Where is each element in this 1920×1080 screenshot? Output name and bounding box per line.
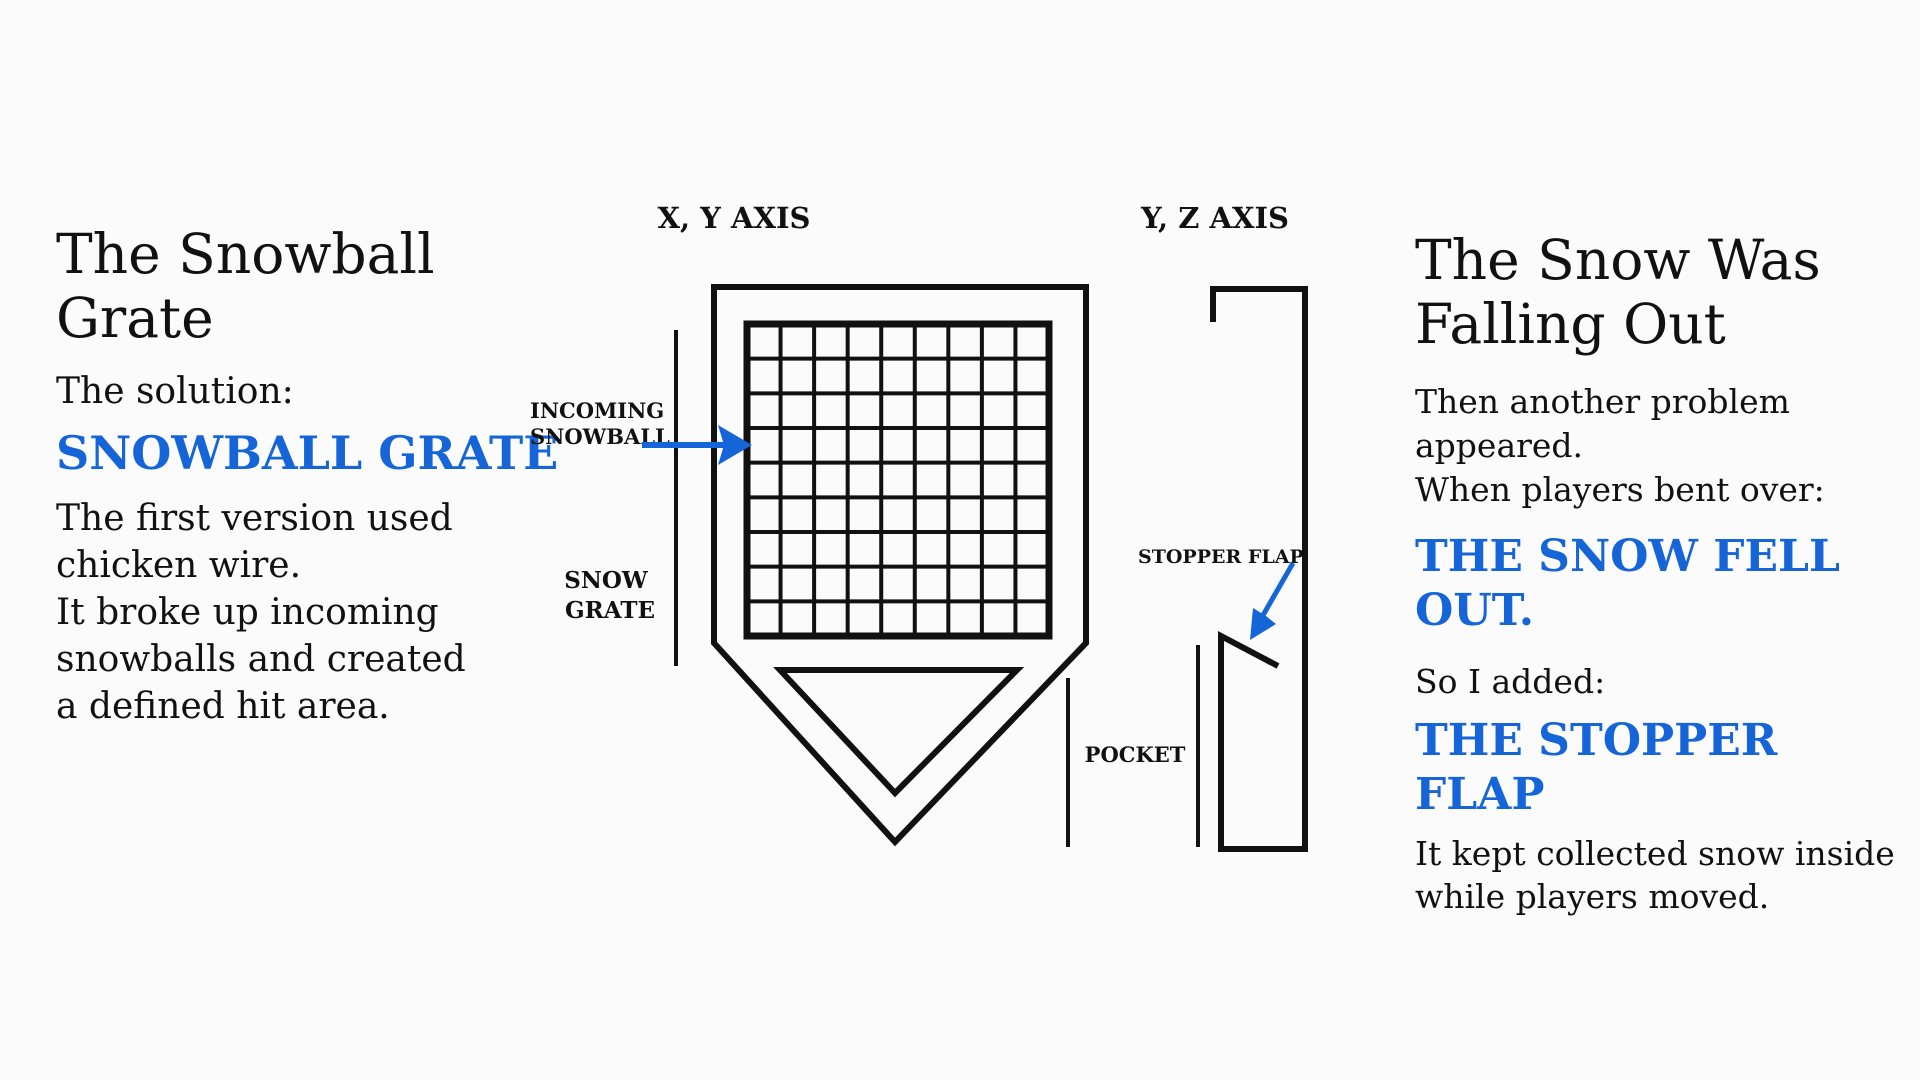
stopper-flap-accent: THE STOPPER FLAP (1415, 715, 1778, 820)
right-text-panel: The Snow Was Falling Out Then another pr… (1415, 228, 1910, 918)
title-line: Falling Out (1415, 292, 1726, 356)
paragraph-line: appeared. (1415, 426, 1584, 465)
description-line: snowballs and created (56, 639, 466, 680)
yz-axis-label: Y, Z AXIS (1140, 201, 1289, 235)
snow-grate-label: SNOW GRATE (564, 567, 656, 624)
stopper-flap-arrow-icon (1250, 561, 1296, 640)
pocket-triangle (773, 667, 1025, 798)
paragraph-line: Then another problem (1415, 382, 1790, 421)
description-line: chicken wire. (56, 545, 302, 586)
title-line: The Snow Was (1415, 228, 1821, 292)
snow-grate-frame (743, 320, 1053, 640)
snow-fell-out-accent: THE SNOW FELL OUT. (1415, 531, 1840, 636)
snowball-grate-title: The Snowball Grate (56, 222, 435, 350)
snow-falling-out-title: The Snow Was Falling Out (1415, 228, 1910, 356)
label-line: SNOW (564, 567, 649, 594)
snowball-grate-description: The first version used chicken wire. It … (56, 495, 576, 730)
so-i-added-label: So I added: (1415, 662, 1606, 701)
xy-axis-label: X, Y AXIS (657, 201, 810, 235)
incoming-snowball-label: INCOMING SNOWBALL (530, 398, 672, 449)
paragraph-line: It kept collected snow inside (1415, 834, 1895, 873)
description-line: It broke up incoming (56, 592, 439, 633)
paragraph-line: When players bent over: (1415, 470, 1825, 509)
label-line: GRATE (565, 597, 655, 624)
snow-grate-mesh (747, 324, 1049, 636)
paragraph-line: while players moved. (1415, 877, 1770, 916)
left-text-panel: The Snowball Grate The solution: SNOWBAL… (56, 222, 576, 730)
pocket-label: POCKET (1085, 742, 1186, 767)
description-line: The first version used (56, 498, 453, 539)
label-line: INCOMING (530, 398, 664, 423)
side-profile-top (1210, 286, 1308, 852)
stopper-flap-description: It kept collected snow inside while play… (1415, 832, 1910, 918)
snowball-grate-accent: SNOWBALL GRATE (56, 426, 559, 480)
grate-housing-outline (711, 284, 1089, 847)
solution-label: The solution: (56, 371, 294, 412)
stopper-flap-label: STOPPER FLAP (1138, 546, 1304, 568)
problem-paragraph: Then another problem appeared. When play… (1415, 380, 1910, 512)
incoming-arrow-icon (642, 425, 752, 465)
description-line: a defined hit area. (56, 686, 390, 727)
